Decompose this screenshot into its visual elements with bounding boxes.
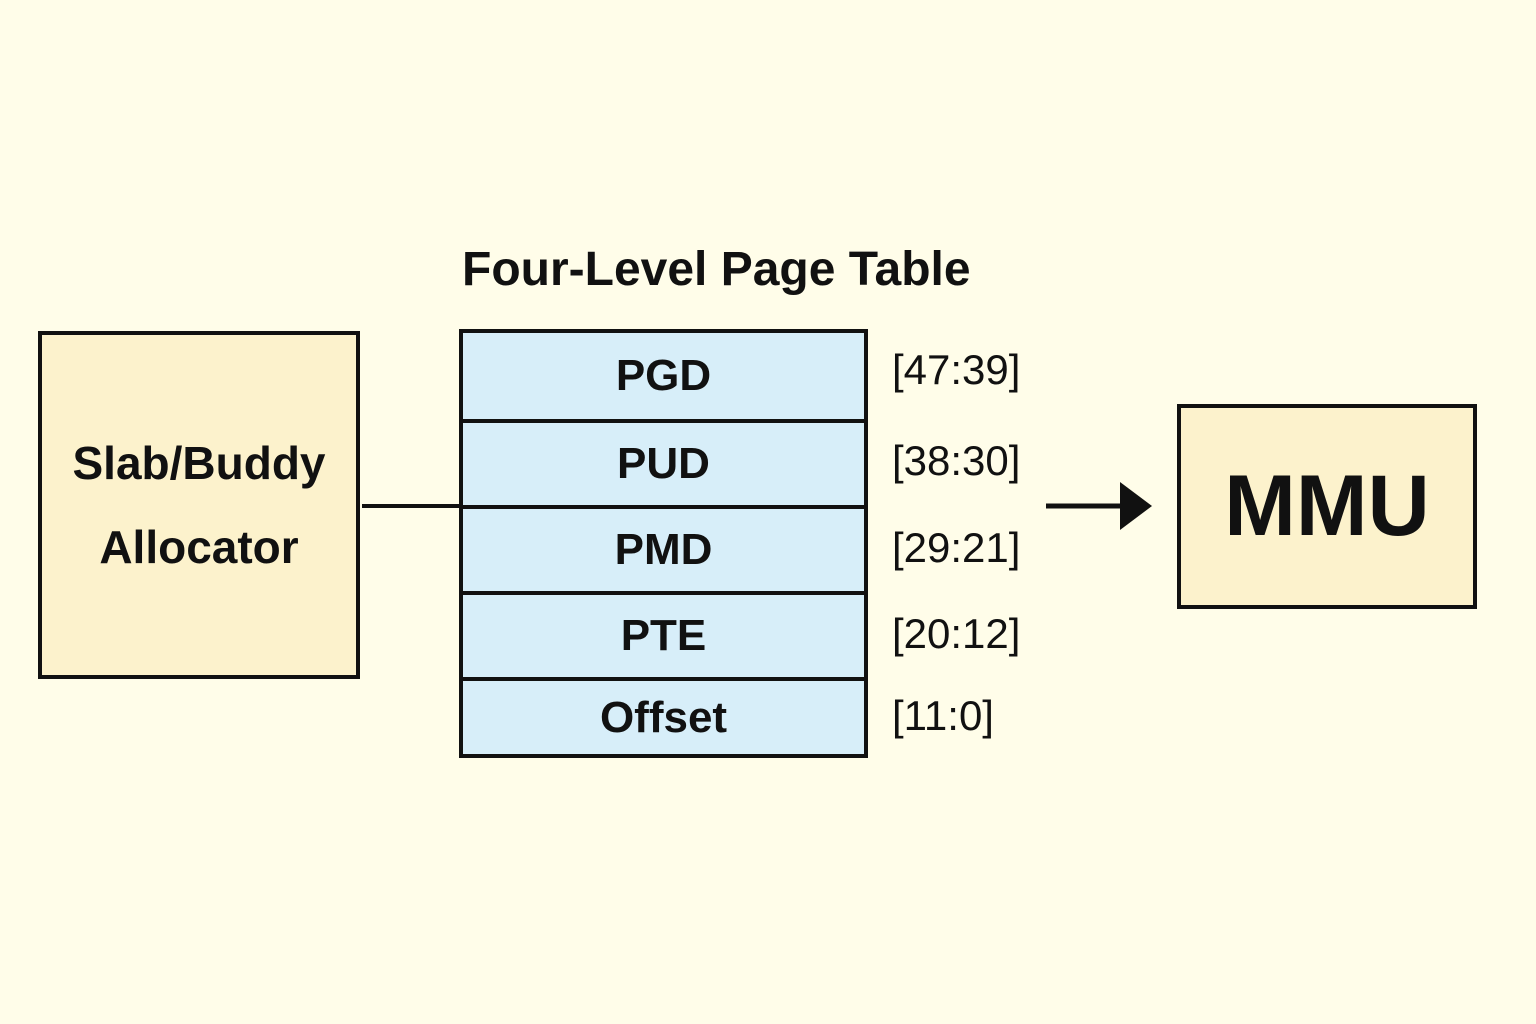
diagram-title: Four-Level Page Table [462,243,971,296]
bit-range-pud: [38:30] [892,437,1021,484]
slab-buddy-allocator-box: Slab/Buddy Allocator [38,331,360,679]
page-table-row-pmd: PMD [463,509,864,595]
bit-range-pmd: [29:21] [892,524,1021,571]
arrow-head [1120,482,1152,530]
bit-range-pgd: [47:39] [892,346,1021,393]
four-level-page-table: PGD PUD PMD PTE Offset [459,329,868,758]
page-table-row-pgd: PGD [463,333,864,423]
page-table-row-pte: PTE [463,595,864,681]
allocator-label-line-2: Allocator [99,521,299,573]
page-table-row-pud: PUD [463,423,864,509]
mmu-box: MMU [1177,404,1477,609]
page-table-row-offset: Offset [599,692,728,742]
bit-range-offset: [11:0] [892,692,994,739]
allocator-label-line-1: Slab/Buddy [72,437,326,489]
arrow-to-mmu [1046,482,1152,530]
allocator-connector-line [362,504,464,508]
bit-range-pte: [20:12] [892,610,1021,657]
